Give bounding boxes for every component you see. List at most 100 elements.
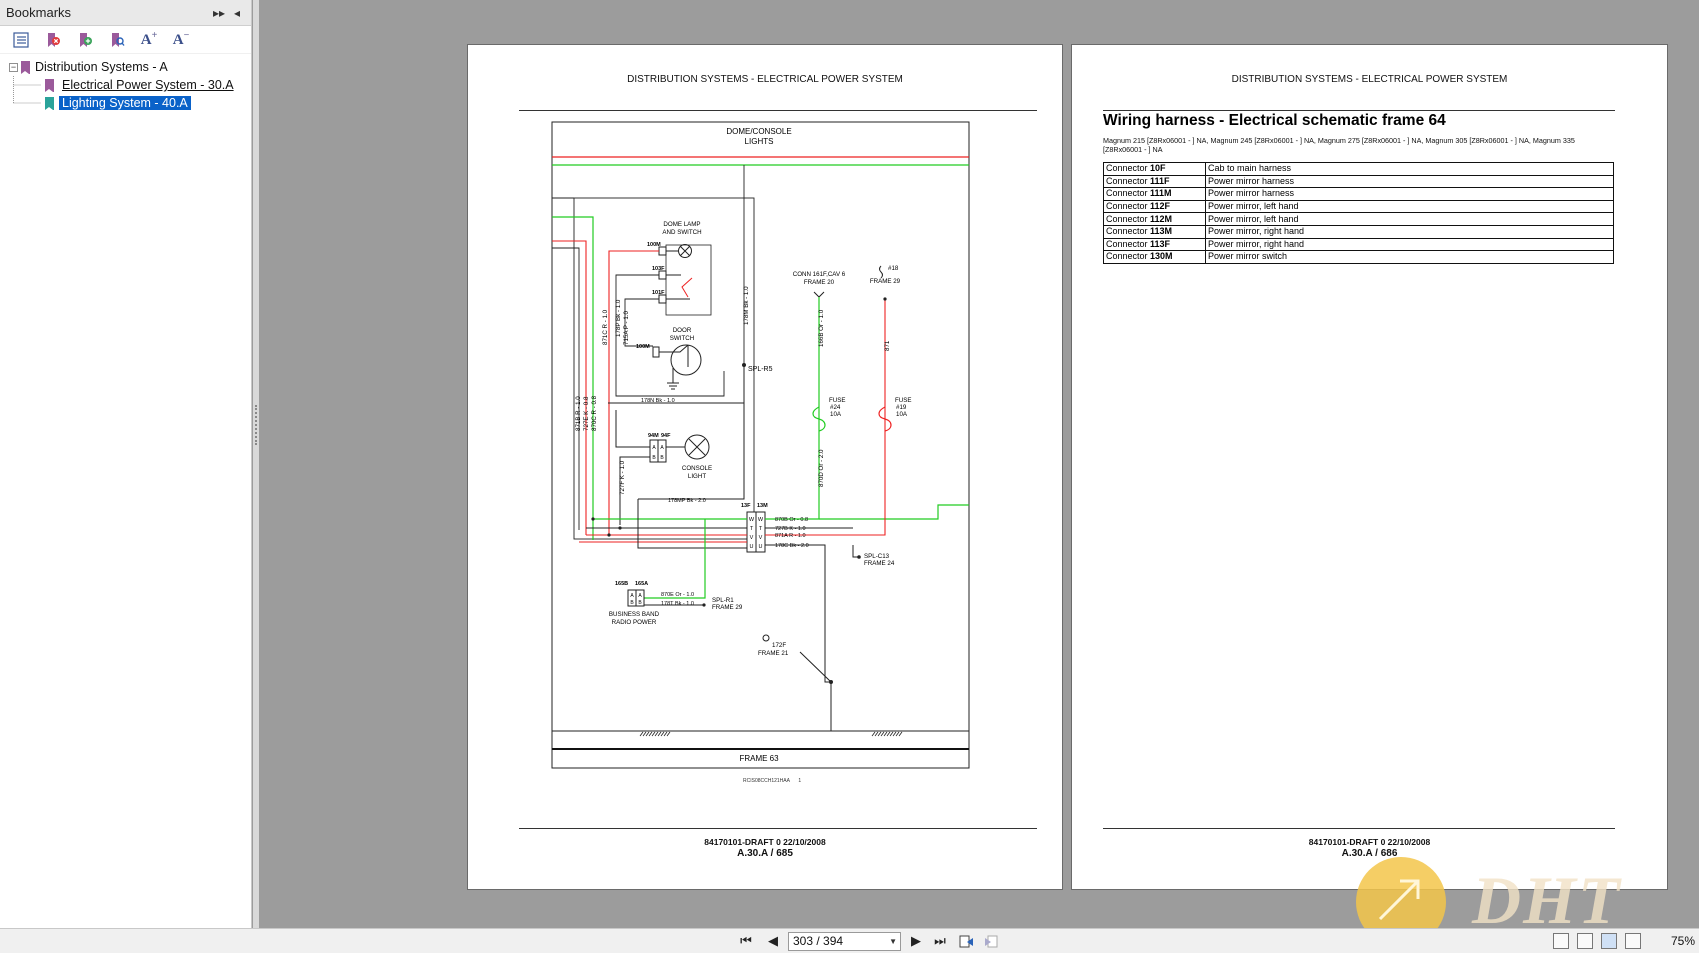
connector-description: Power mirror switch (1205, 250, 1614, 264)
two-page-continuous-view-button[interactable] (1625, 933, 1641, 949)
pdf-page-686: DISTRIBUTION SYSTEMS - ELECTRICAL POWER … (1071, 44, 1668, 890)
svg-text:W: W (758, 517, 764, 523)
pin-label: B (660, 455, 664, 461)
next-page-button[interactable]: ▶ (907, 932, 925, 950)
footer-rule (1103, 828, 1615, 829)
font-increase-button[interactable]: A+ (136, 28, 162, 52)
wire-green-left (552, 216, 594, 540)
wire-label: 871B R - 1.0 (575, 396, 582, 431)
two-page-view-button[interactable] (1601, 933, 1617, 949)
collapse-node-icon[interactable]: − (9, 61, 18, 72)
panel-splitter[interactable] (253, 0, 259, 928)
door-switch-internal (659, 344, 689, 383)
schematic-title-1: DOME/CONSOLE (726, 127, 791, 136)
previous-page-button[interactable]: ◀ (764, 932, 782, 950)
delete-bookmark-icon (48, 32, 60, 47)
pin-label: B (630, 600, 634, 606)
wire-label: 727F K - 1.0 (619, 460, 626, 495)
wire (615, 410, 650, 448)
wire-spl-c13 (852, 545, 859, 558)
bookmark-options-button[interactable] (8, 28, 34, 52)
connector-label: 103F (652, 266, 665, 272)
go-back-button[interactable] (958, 932, 976, 950)
expand-panel-icon[interactable]: ▸▸ (212, 5, 226, 20)
font-decrease-icon: A− (172, 30, 190, 48)
connector-cell: Connector 112M (1103, 212, 1206, 226)
next-page-icon: ▶ (911, 933, 921, 948)
wire-label: 727E K - 0.8 (583, 396, 590, 431)
last-page-button[interactable]: ⏭ (931, 932, 949, 950)
connector-id: 113M (1150, 226, 1173, 237)
footer-page-number: A.30.A / 686 (1341, 848, 1398, 859)
frame29-label: FRAME 29 (870, 278, 901, 285)
connector-description: Power mirror harness (1205, 174, 1614, 189)
wire-label: 166B Or - 1.0 (818, 309, 825, 347)
add-bookmark-button[interactable] (72, 28, 98, 52)
go-forward-icon (985, 935, 998, 948)
wire-178c (765, 544, 831, 683)
pin-label: B (638, 600, 642, 606)
page-number-select[interactable]: 303 / 394 ▼ (788, 932, 901, 951)
list-options-icon (13, 31, 29, 48)
fuse-24-label-1: FUSE (829, 397, 846, 404)
pin-label: A (652, 445, 656, 451)
wire-label: 870B Or - 0.8 (775, 517, 808, 523)
figure-code: RCIS08CCH121HAA 1 (743, 778, 802, 784)
wire-label: 871C R - 1.0 (602, 309, 609, 345)
wire-label: 178MP Bk - 2.0 (668, 498, 706, 504)
ground-icon (667, 382, 679, 390)
bookmark-icon (45, 78, 54, 92)
bookmark-tree: − Distribution Systems - A Electrical Po… (0, 54, 251, 112)
spl-r1-label-2: FRAME 29 (712, 604, 743, 611)
single-page-view-button[interactable] (1553, 933, 1569, 949)
connector-label: 94F (661, 433, 671, 439)
splice-dot (857, 555, 861, 559)
bookmarks-header: Bookmarks ▸▸ ◂ (0, 0, 251, 26)
collapse-panel-icon[interactable]: ◂ (233, 5, 241, 20)
pin-box (658, 246, 667, 256)
connector-prefix: Connector (1106, 213, 1151, 224)
tree-item-distribution-systems[interactable]: − Distribution Systems - A (0, 58, 251, 76)
pin-label: A (638, 593, 642, 599)
schematic-frame (551, 121, 970, 769)
font-decrease-button[interactable]: A− (168, 28, 194, 52)
connector-94f (657, 439, 667, 463)
fuse-19-label-3: 10A (896, 411, 908, 418)
tree-item-lighting-system[interactable]: Lighting System - 40.A (45, 94, 251, 112)
footer-doc-id: 84170101-DRAFT 0 22/10/2008 (704, 837, 826, 847)
splitter-grip[interactable] (255, 405, 257, 445)
pin-box (652, 346, 660, 358)
continuous-view-button[interactable] (1577, 933, 1593, 949)
bulb-cross (680, 246, 690, 256)
first-page-button[interactable]: ⏮ (737, 932, 755, 950)
svg-text:V: V (759, 535, 763, 541)
go-back-icon (959, 935, 973, 948)
connector-cell: Connector 130M (1103, 250, 1206, 264)
model-applicability: Magnum 215 [Z8Rx06001 - ] NA, Magnum 245… (1103, 136, 1575, 154)
pin-label: A (660, 445, 664, 451)
go-forward-button[interactable] (982, 932, 1000, 950)
delete-bookmark-button[interactable] (40, 28, 66, 52)
tree-item-electrical-power-system[interactable]: Electrical Power System - 30.A (45, 76, 251, 94)
page-number-value: 303 / 394 (793, 934, 844, 948)
connector-id: 130M (1150, 251, 1173, 262)
wire-727f (619, 456, 650, 525)
tree-lines (13, 76, 41, 104)
chevron-down-icon: ▼ (889, 937, 897, 946)
connector-arrow-icon (813, 291, 825, 298)
connector-prefix: Connector (1106, 163, 1151, 174)
find-bookmark-button[interactable] (104, 28, 130, 52)
wire-178mp (637, 499, 747, 549)
connector-label: 165B (615, 581, 628, 587)
page-header: DISTRIBUTION SYSTEMS - ELECTRICAL POWER … (1231, 74, 1508, 85)
splice-dot (883, 297, 887, 301)
connector-description: Power mirror, right hand (1205, 237, 1614, 252)
hash18-label: #18 (888, 265, 899, 272)
wire-label: 871A R - 1.0 (775, 533, 806, 539)
zoom-level[interactable]: 75% (1671, 934, 1696, 948)
connector-cell: Connector 113M (1103, 224, 1206, 239)
pin-box (658, 294, 667, 304)
